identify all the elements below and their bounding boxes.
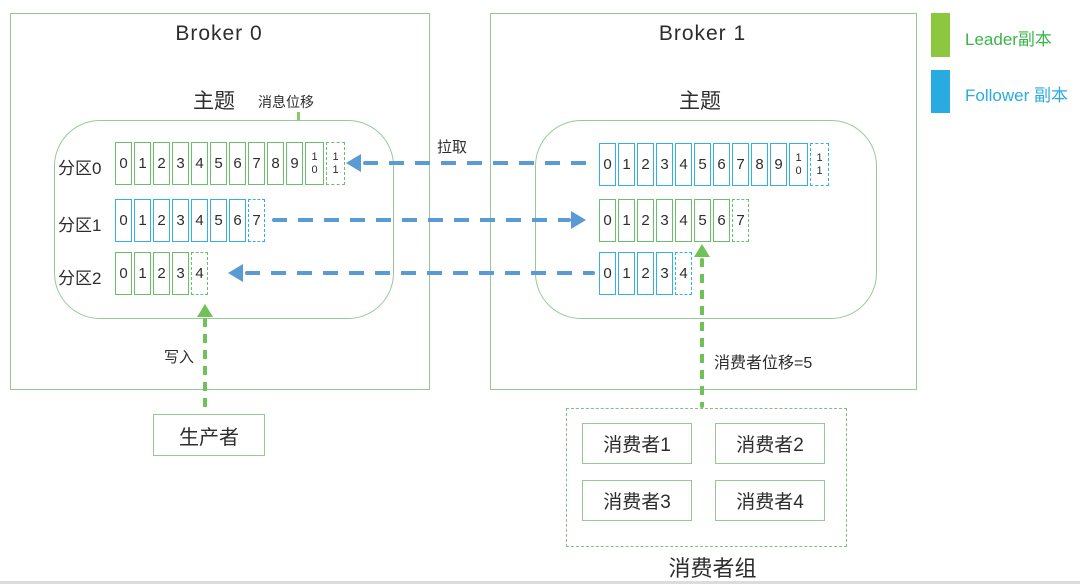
- message-cell: 5: [694, 143, 711, 186]
- consumer-3-label: 消费者3: [603, 492, 671, 513]
- message-cell: 7: [248, 199, 265, 242]
- consumer-1-box: 消费者1: [582, 423, 692, 464]
- message-cell: 3: [656, 252, 673, 295]
- leader-replica-swatch: [931, 13, 950, 57]
- message-cell: 6: [713, 143, 730, 186]
- consumer-4-label: 消费者4: [736, 492, 804, 513]
- message-cell: 3: [656, 199, 673, 242]
- message-cell: 1: [134, 199, 151, 242]
- message-cell: 0: [115, 142, 132, 185]
- message-cell: 0: [599, 252, 616, 295]
- message-cell: 0: [115, 199, 132, 242]
- message-cell: 9: [286, 142, 303, 185]
- consumer-offset-arrow-line: [700, 258, 704, 408]
- broker0-partition1-label: 分区1: [58, 216, 102, 235]
- message-offset-label: 消息位移: [258, 94, 314, 110]
- message-cell: 9: [770, 143, 787, 186]
- message-cell: 7: [732, 199, 749, 242]
- consumer-2-box: 消费者2: [715, 423, 825, 464]
- leader-replica-label: Leader副本: [965, 30, 1052, 49]
- message-cell: 1: [618, 143, 635, 186]
- message-cell: 3: [656, 143, 673, 186]
- consumer-1-label: 消费者1: [603, 435, 671, 456]
- message-cell: 3: [172, 142, 189, 185]
- consumer-2-label: 消费者2: [736, 435, 804, 456]
- follower-replica-label: Follower 副本: [965, 86, 1068, 105]
- message-cell: 3: [172, 199, 189, 242]
- message-cell: 4: [191, 199, 208, 242]
- message-cell: 2: [153, 199, 170, 242]
- follower-replica-swatch: [931, 70, 950, 113]
- message-cell: 8: [267, 142, 284, 185]
- message-cell: 6: [229, 142, 246, 185]
- pull-label: 拉取: [437, 139, 468, 156]
- write-arrowhead-icon: [197, 304, 213, 317]
- message-cell: 0: [599, 143, 616, 186]
- message-cell: 2: [153, 252, 170, 295]
- message-cell: 0: [599, 199, 616, 242]
- partition2-pull-arrow-line: [245, 271, 595, 275]
- message-cell: 4: [675, 199, 692, 242]
- message-cell: 6: [713, 199, 730, 242]
- message-cell: 5: [694, 199, 711, 242]
- message-cell: 7: [248, 142, 265, 185]
- message-cell: 6: [229, 199, 246, 242]
- message-cell: 4: [191, 142, 208, 185]
- message-cell: 4: [191, 252, 208, 295]
- broker0-partition2-label: 分区2: [58, 269, 102, 288]
- write-label: 写入: [164, 349, 195, 366]
- write-arrow-line: [203, 318, 207, 414]
- message-cell: 5: [210, 199, 227, 242]
- message-cell: 2: [153, 142, 170, 185]
- consumer-3-box: 消费者3: [582, 480, 692, 521]
- message-cell: 1: [618, 199, 635, 242]
- message-cell: 7: [732, 143, 749, 186]
- partition0-pull-arrow-line: [363, 161, 595, 165]
- broker0-partition0-label: 分区0: [58, 159, 102, 178]
- consumer-4-box: 消费者4: [715, 480, 825, 521]
- message-cell: 0: [115, 252, 132, 295]
- partition0-pull-arrowhead-icon: [346, 154, 361, 172]
- message-cell: 8: [751, 143, 768, 186]
- message-cell: 1: [618, 252, 635, 295]
- message-cell: 4: [675, 143, 692, 186]
- partition1-pull-arrow-line: [272, 218, 571, 222]
- consumer-group-label: 消费者组: [668, 556, 757, 581]
- message-cell: 1: [134, 142, 151, 185]
- broker1-title: Broker 1: [658, 22, 747, 45]
- message-cell: 3: [172, 252, 189, 295]
- message-cell: 1: [134, 252, 151, 295]
- consumer-offset-label: 消费者位移=5: [714, 355, 813, 372]
- broker1-topic-label: 主题: [679, 90, 721, 113]
- producer-box: 生产者: [153, 414, 265, 456]
- bottom-border-strip: [0, 581, 1080, 584]
- broker0-title: Broker 0: [175, 22, 263, 45]
- consumer-offset-arrowhead-icon: [694, 244, 710, 257]
- partition1-pull-arrowhead-icon: [571, 211, 586, 229]
- message-cell: 5: [210, 142, 227, 185]
- message-cell: 2: [637, 199, 654, 242]
- partition2-pull-arrowhead-icon: [228, 264, 243, 282]
- message-cell: 4: [675, 252, 692, 295]
- message-cell: 2: [637, 143, 654, 186]
- message-cell: 2: [637, 252, 654, 295]
- broker0-topic-label: 主题: [193, 90, 235, 113]
- producer-label: 生产者: [179, 426, 239, 449]
